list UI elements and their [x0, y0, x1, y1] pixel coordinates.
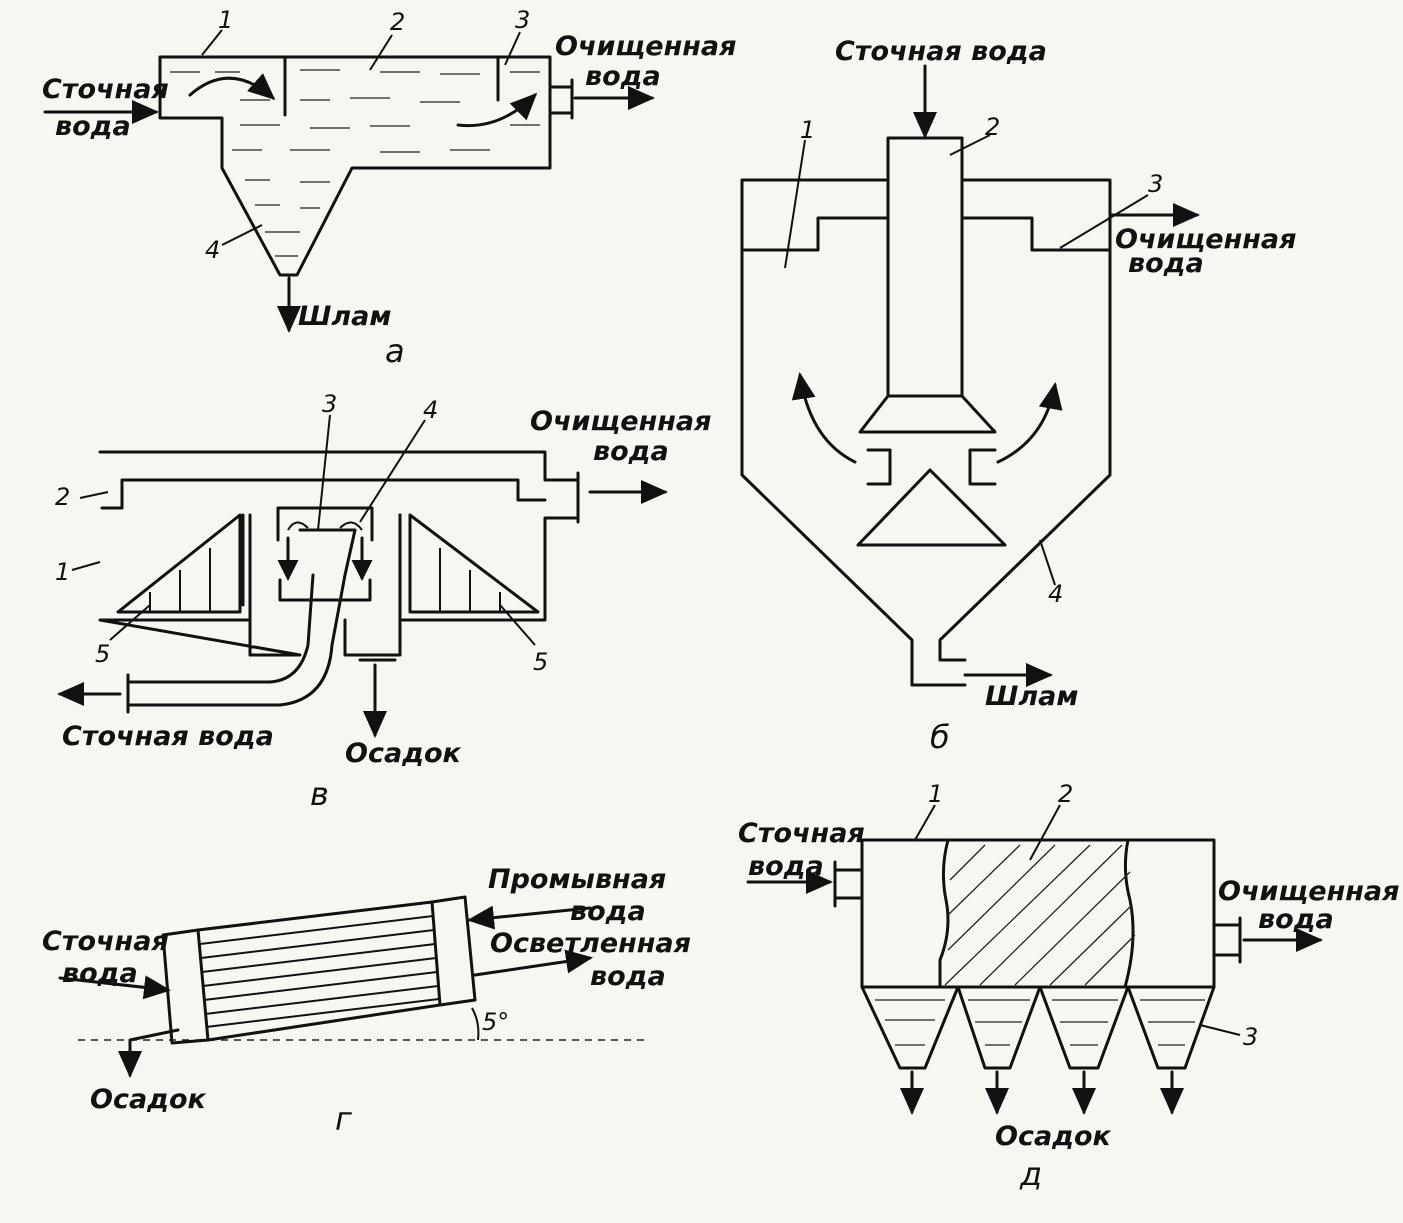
a-outlet-pipe: [548, 85, 574, 115]
d-sediment-label: Осадок: [995, 1121, 1112, 1152]
v-num-2: 2: [55, 483, 70, 511]
v-inlet-pipe-bottom: [126, 573, 315, 684]
g-end-cap-left: [161, 928, 210, 1045]
v-num-3: 3: [322, 390, 337, 418]
v-inlet-label: Сточная вода: [62, 721, 274, 752]
g-sediment-label: Осадок: [90, 1084, 207, 1115]
diagram-v: 2 1 3 4 5 5 Очищенная вода Сточная вода …: [55, 390, 711, 813]
b-deflector-right: [968, 448, 997, 486]
g-clarified-arrow: [473, 949, 593, 977]
d-inlet-label-2: вода: [748, 851, 824, 882]
v-num-1: 1: [55, 558, 70, 586]
b-num-2: 2: [985, 113, 1000, 141]
a-flow-arrow-2: [456, 92, 538, 128]
b-vessel: [740, 178, 1112, 687]
b-num-1: 1: [800, 116, 815, 144]
v-tray: [100, 478, 547, 510]
a-num-4: 4: [205, 236, 220, 264]
v-tank-outer: [98, 450, 580, 657]
g-caption: г: [335, 1100, 352, 1138]
v-sediment-label: Осадок: [345, 738, 462, 769]
b-deflector-left: [866, 448, 892, 486]
d-inlet-label-1: Сточная: [738, 818, 865, 849]
v-outlet-label-1: Очищенная: [530, 406, 711, 437]
b-num-4: 4: [1048, 580, 1063, 608]
a-outlet-label-1: Очищенная: [555, 31, 736, 62]
b-flow-arrow-right: [996, 382, 1063, 464]
b-bell: [858, 394, 997, 434]
b-central-pipe: [886, 136, 964, 398]
d-filter-left-edge: [938, 838, 950, 989]
v-caption: в: [310, 775, 329, 813]
d-num-1: 1: [928, 780, 943, 808]
d-inlet-pipe: [833, 868, 864, 900]
b-tray-right: [960, 216, 1112, 252]
diagram-a: 1 2 3 4 Сточная вода Очищенная вода Шлам…: [42, 6, 736, 370]
v-inlet-pipe-top: [126, 528, 357, 707]
diagram-b: 1 2 3 4 Сточная вода Очищенная вода Шлам…: [740, 36, 1296, 756]
g-lamella-plates: [199, 915, 440, 1028]
v-num-5-right: 5: [533, 648, 548, 676]
d-hopper-3: [1038, 985, 1130, 1070]
g-sediment-arrow: [118, 1028, 180, 1078]
g-wash-arrow: [467, 905, 592, 930]
g-clarified-label-1: Осветленная: [490, 928, 691, 959]
diagram-d: 1 2 3 Сточная вода Очищенная вода Осадок…: [738, 780, 1399, 1193]
g-inlet-label-2: вода: [62, 958, 138, 989]
diagram-g: Промывная вода Осветленная вода Сточная …: [42, 864, 691, 1138]
a-sludge-label: Шлам: [298, 301, 391, 332]
b-outlet-label-2: вода: [1128, 248, 1204, 279]
a-outlet-label-2: вода: [585, 61, 661, 92]
v-distributor: [276, 506, 374, 542]
b-flow-arrow-left: [791, 372, 857, 464]
b-sludge-label: Шлам: [985, 681, 1078, 712]
d-outlet-label-2: вода: [1258, 904, 1334, 935]
d-hopper-1: [860, 985, 960, 1070]
a-num-2: 2: [390, 8, 405, 36]
d-outlet-pipe: [1212, 923, 1242, 957]
v-outlet-label-2: вода: [593, 436, 669, 467]
a-inlet-label-2: вода: [55, 111, 131, 142]
a-num-3: 3: [515, 6, 530, 34]
v-num-4: 4: [423, 396, 438, 424]
b-inlet-label: Сточная вода: [835, 36, 1047, 67]
d-hopper-4: [1126, 985, 1216, 1070]
d-caption: д: [1019, 1155, 1042, 1193]
a-num-1: 1: [218, 6, 233, 34]
b-tray-left: [740, 216, 890, 252]
g-wash-label-2: вода: [570, 896, 646, 927]
g-angle-label: 5°: [482, 1008, 509, 1036]
a-caption: а: [385, 332, 405, 370]
d-filter-hatch: [944, 844, 1136, 986]
g-clarified-label-2: вода: [590, 961, 666, 992]
a-water-hatch: [170, 69, 540, 257]
d-filter-right-edge: [1123, 838, 1135, 989]
g-wash-label-1: Промывная: [488, 864, 666, 895]
g-inlet-arrow: [58, 975, 171, 1000]
b-outlet-label-1: Очищенная: [1115, 224, 1296, 255]
a-flow-arrow-1: [188, 73, 276, 100]
b-caption: б: [930, 718, 950, 756]
a-inlet-label-1: Сточная: [42, 74, 169, 105]
g-end-cap-right: [430, 895, 477, 1007]
d-hopper-2: [956, 985, 1042, 1070]
d-num-3: 3: [1243, 1023, 1258, 1051]
b-cone: [856, 468, 1007, 547]
d-outlet-label-1: Очищенная: [1218, 876, 1399, 907]
g-inlet-label-1: Сточная: [42, 926, 169, 957]
v-num-5-left: 5: [95, 640, 110, 668]
d-tank: [860, 838, 1216, 989]
v-cone-right: [408, 513, 540, 614]
b-num-3: 3: [1148, 170, 1163, 198]
d-hopper-hatch: [875, 999, 1205, 1046]
d-num-2: 2: [1058, 780, 1073, 808]
